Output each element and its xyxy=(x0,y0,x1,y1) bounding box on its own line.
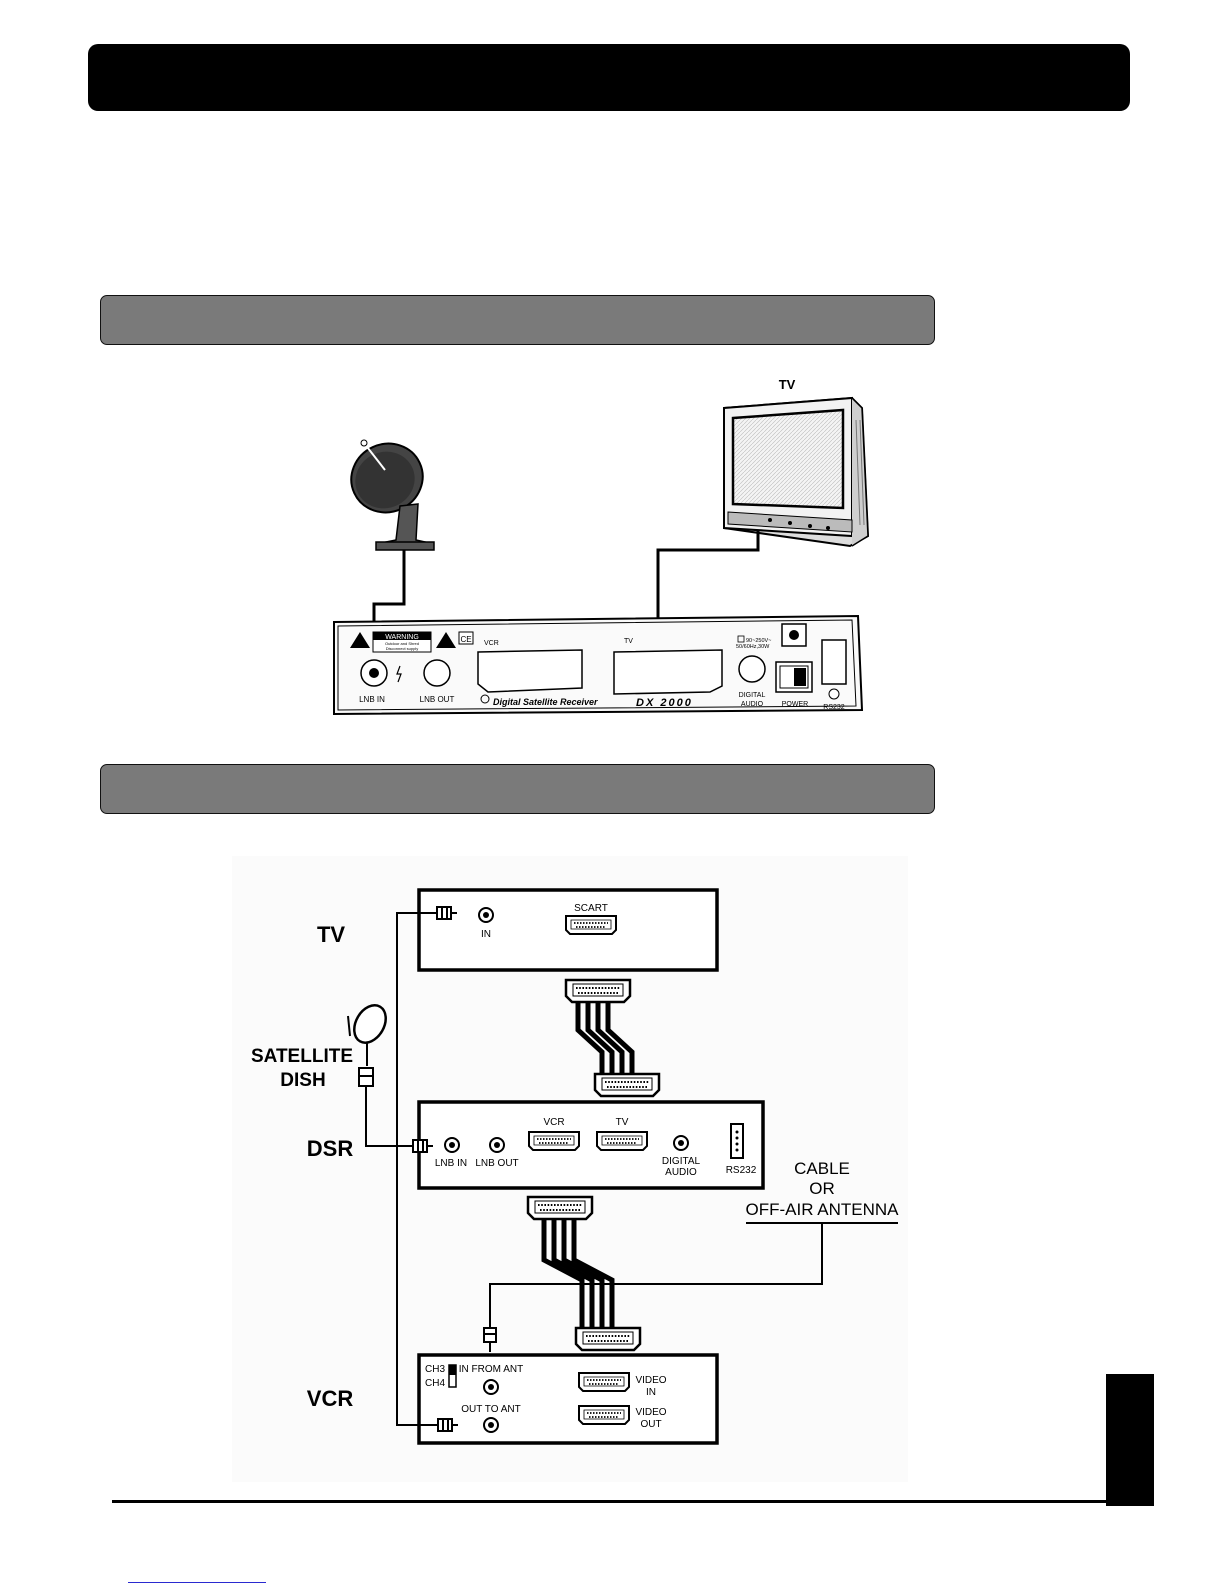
vcr-ch4-label: CH4 xyxy=(425,1378,445,1389)
page-side-tab xyxy=(1106,1374,1154,1506)
satellite-dish-illustration xyxy=(350,439,435,551)
dsr-lnb-out-label: LNB OUT xyxy=(475,1158,518,1169)
vcr-in-from-ant-label: IN FROM ANT xyxy=(459,1364,523,1375)
vcr-video-in-1: VIDEO xyxy=(635,1375,666,1386)
power-rating-2: 50/60Hz,30W xyxy=(736,644,770,650)
antenna-label-3: OFF-AIR ANTENNA xyxy=(745,1200,899,1219)
warning-label: WARNING xyxy=(385,634,419,641)
satellite-dish-icon xyxy=(347,1004,387,1092)
vcr-connection-diagram: TV SATELLITE DISH DSR VCR IN SCART LNB I… xyxy=(232,856,908,1482)
dsr-rs232-label: RS232 xyxy=(726,1165,757,1176)
model-name: DX 2000 xyxy=(636,697,693,709)
satellite-label-2: DISH xyxy=(280,1070,325,1091)
lnb-in-label: LNB IN xyxy=(359,695,385,704)
footer-link-underline[interactable] xyxy=(128,1582,266,1583)
dsr-lnb-in-label: LNB IN xyxy=(435,1158,467,1169)
power-rating-1: 90~250V~ xyxy=(746,638,771,644)
power-label: POWER xyxy=(782,701,808,708)
vcr-out-to-ant-label: OUT TO ANT xyxy=(461,1404,520,1415)
dsr-panel xyxy=(417,1100,765,1190)
tv-scart-label: TV xyxy=(624,638,633,645)
warning-sub-2: Disconnect supply xyxy=(386,646,418,651)
vcr-video-out-2: OUT xyxy=(640,1419,661,1430)
basic-connection-diagram: TV WARNING Outdoor and Shred Disconnect … xyxy=(333,377,870,716)
tv-scart-label: SCART xyxy=(574,903,608,914)
footer-rule xyxy=(112,1500,1154,1503)
digital-label: DIGITAL xyxy=(739,692,766,699)
section-header-2 xyxy=(100,764,935,814)
receiver-back-panel: WARNING Outdoor and Shred Disconnect sup… xyxy=(333,614,864,716)
lnb-out-label: LNB OUT xyxy=(420,695,455,704)
rs232-label: RS232 xyxy=(823,704,845,711)
tv-device-label: TV xyxy=(317,922,345,947)
brand-name: Digital Satellite Receiver xyxy=(493,697,598,707)
audio-label: AUDIO xyxy=(741,701,764,708)
vcr-video-out-1: VIDEO xyxy=(635,1407,666,1418)
vcr-device-label: VCR xyxy=(307,1386,354,1411)
page-title-bar xyxy=(88,44,1130,111)
vcr-scart-label: VCR xyxy=(484,640,499,647)
vcr-video-in-2: IN xyxy=(646,1387,656,1398)
dsr-device-label: DSR xyxy=(307,1136,354,1161)
tv-label: TV xyxy=(779,377,796,392)
vcr-panel xyxy=(417,1353,719,1445)
antenna-plug xyxy=(483,1327,497,1352)
dsr-tv-label: TV xyxy=(616,1117,629,1128)
vcr-ch3-label: CH3 xyxy=(425,1364,445,1375)
antenna-label-2: OR xyxy=(809,1179,835,1198)
warning-sub-1: Outdoor and Shred xyxy=(385,641,419,646)
section-header-1 xyxy=(100,295,935,345)
antenna-label-1: CABLE xyxy=(794,1159,850,1178)
ce-mark: CE xyxy=(460,635,471,644)
dsr-audio-label: AUDIO xyxy=(665,1167,697,1178)
satellite-label-1: SATELLITE xyxy=(251,1046,353,1067)
dsr-vcr-label: VCR xyxy=(543,1117,564,1128)
dsr-digital-label: DIGITAL xyxy=(662,1156,701,1167)
tv-in-label: IN xyxy=(481,929,491,940)
television-illustration xyxy=(723,396,870,548)
